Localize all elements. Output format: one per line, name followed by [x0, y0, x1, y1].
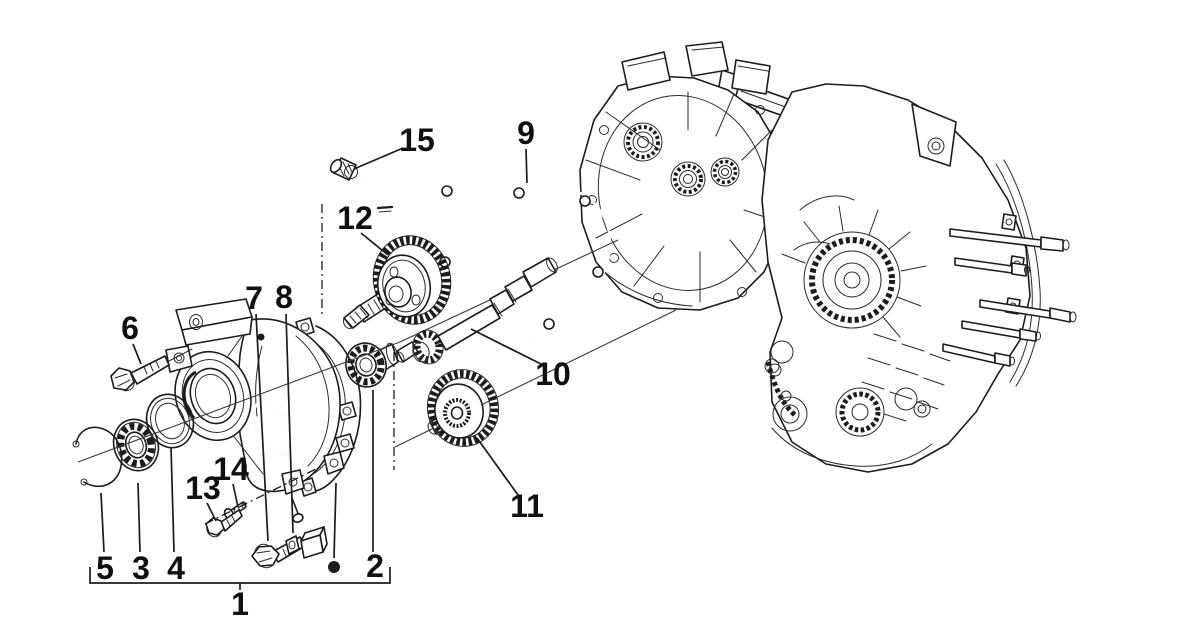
cover-bore: [174, 350, 252, 442]
callout-11: 11: [510, 488, 544, 524]
leader-13: [206, 502, 217, 522]
cover-bolt: [110, 348, 193, 392]
callout-2: 2: [366, 548, 384, 584]
output-shaft: [395, 257, 558, 365]
assembly-axis-left: [77, 341, 401, 463]
circlip: [72, 426, 123, 488]
leader-6: [132, 343, 142, 365]
crankcase-left-half: [579, 41, 787, 311]
leader-12: [360, 232, 389, 256]
leader-11: [476, 437, 519, 496]
callout-4: 4: [167, 550, 185, 586]
callout-15: 15: [399, 122, 435, 158]
oil-seal: [145, 393, 195, 449]
crankcase-right-half: [761, 83, 1041, 473]
gasket-holes: [439, 185, 604, 330]
dot-marker-leader: [333, 482, 337, 559]
cover-dot: [257, 333, 265, 341]
boss-ribs: [781, 205, 927, 338]
leader-4: [170, 446, 175, 553]
crankcase-assembly: [579, 41, 1077, 473]
callout-5: 5: [96, 550, 114, 586]
leader-3: [137, 482, 141, 553]
dot-marker: [328, 561, 340, 573]
case-bearing-bore-1: [623, 122, 663, 162]
callout-6: 6: [121, 310, 139, 346]
leader-7: [255, 313, 269, 542]
case-fins: [861, 333, 951, 422]
crankcase-studs: [942, 228, 1077, 367]
callout-7: 7: [245, 280, 263, 316]
callout-9: 9: [517, 115, 535, 151]
cover-gasket: [437, 169, 612, 343]
leader-10: [470, 328, 544, 366]
case-ribs: [585, 91, 781, 303]
callout-3: 3: [132, 550, 150, 586]
lower-bosses: [772, 387, 931, 437]
roller-bearing-2: [345, 342, 399, 388]
leader-8: [285, 313, 294, 534]
callout-10: 10: [535, 356, 571, 392]
leader-5: [100, 492, 105, 553]
callout-1: 1: [231, 586, 249, 622]
case-bearing-bore-3: [710, 157, 740, 187]
main-bearing-boss: [803, 231, 901, 329]
callout-12: 12: [337, 200, 373, 236]
callout-13: 13: [185, 470, 221, 506]
fastener-axis: [204, 465, 323, 525]
leader-9: [525, 148, 528, 184]
callout-8: 8: [275, 279, 293, 315]
breather-pipe: [329, 157, 394, 213]
spacer-8: [285, 526, 328, 559]
shaft-splined-tip: [343, 304, 370, 329]
leader-14: [232, 483, 239, 508]
case-bearing-bore-2: [670, 161, 706, 197]
driven-gear: [426, 369, 500, 447]
callout-14: 14: [213, 451, 249, 487]
leader-15: [353, 147, 404, 170]
